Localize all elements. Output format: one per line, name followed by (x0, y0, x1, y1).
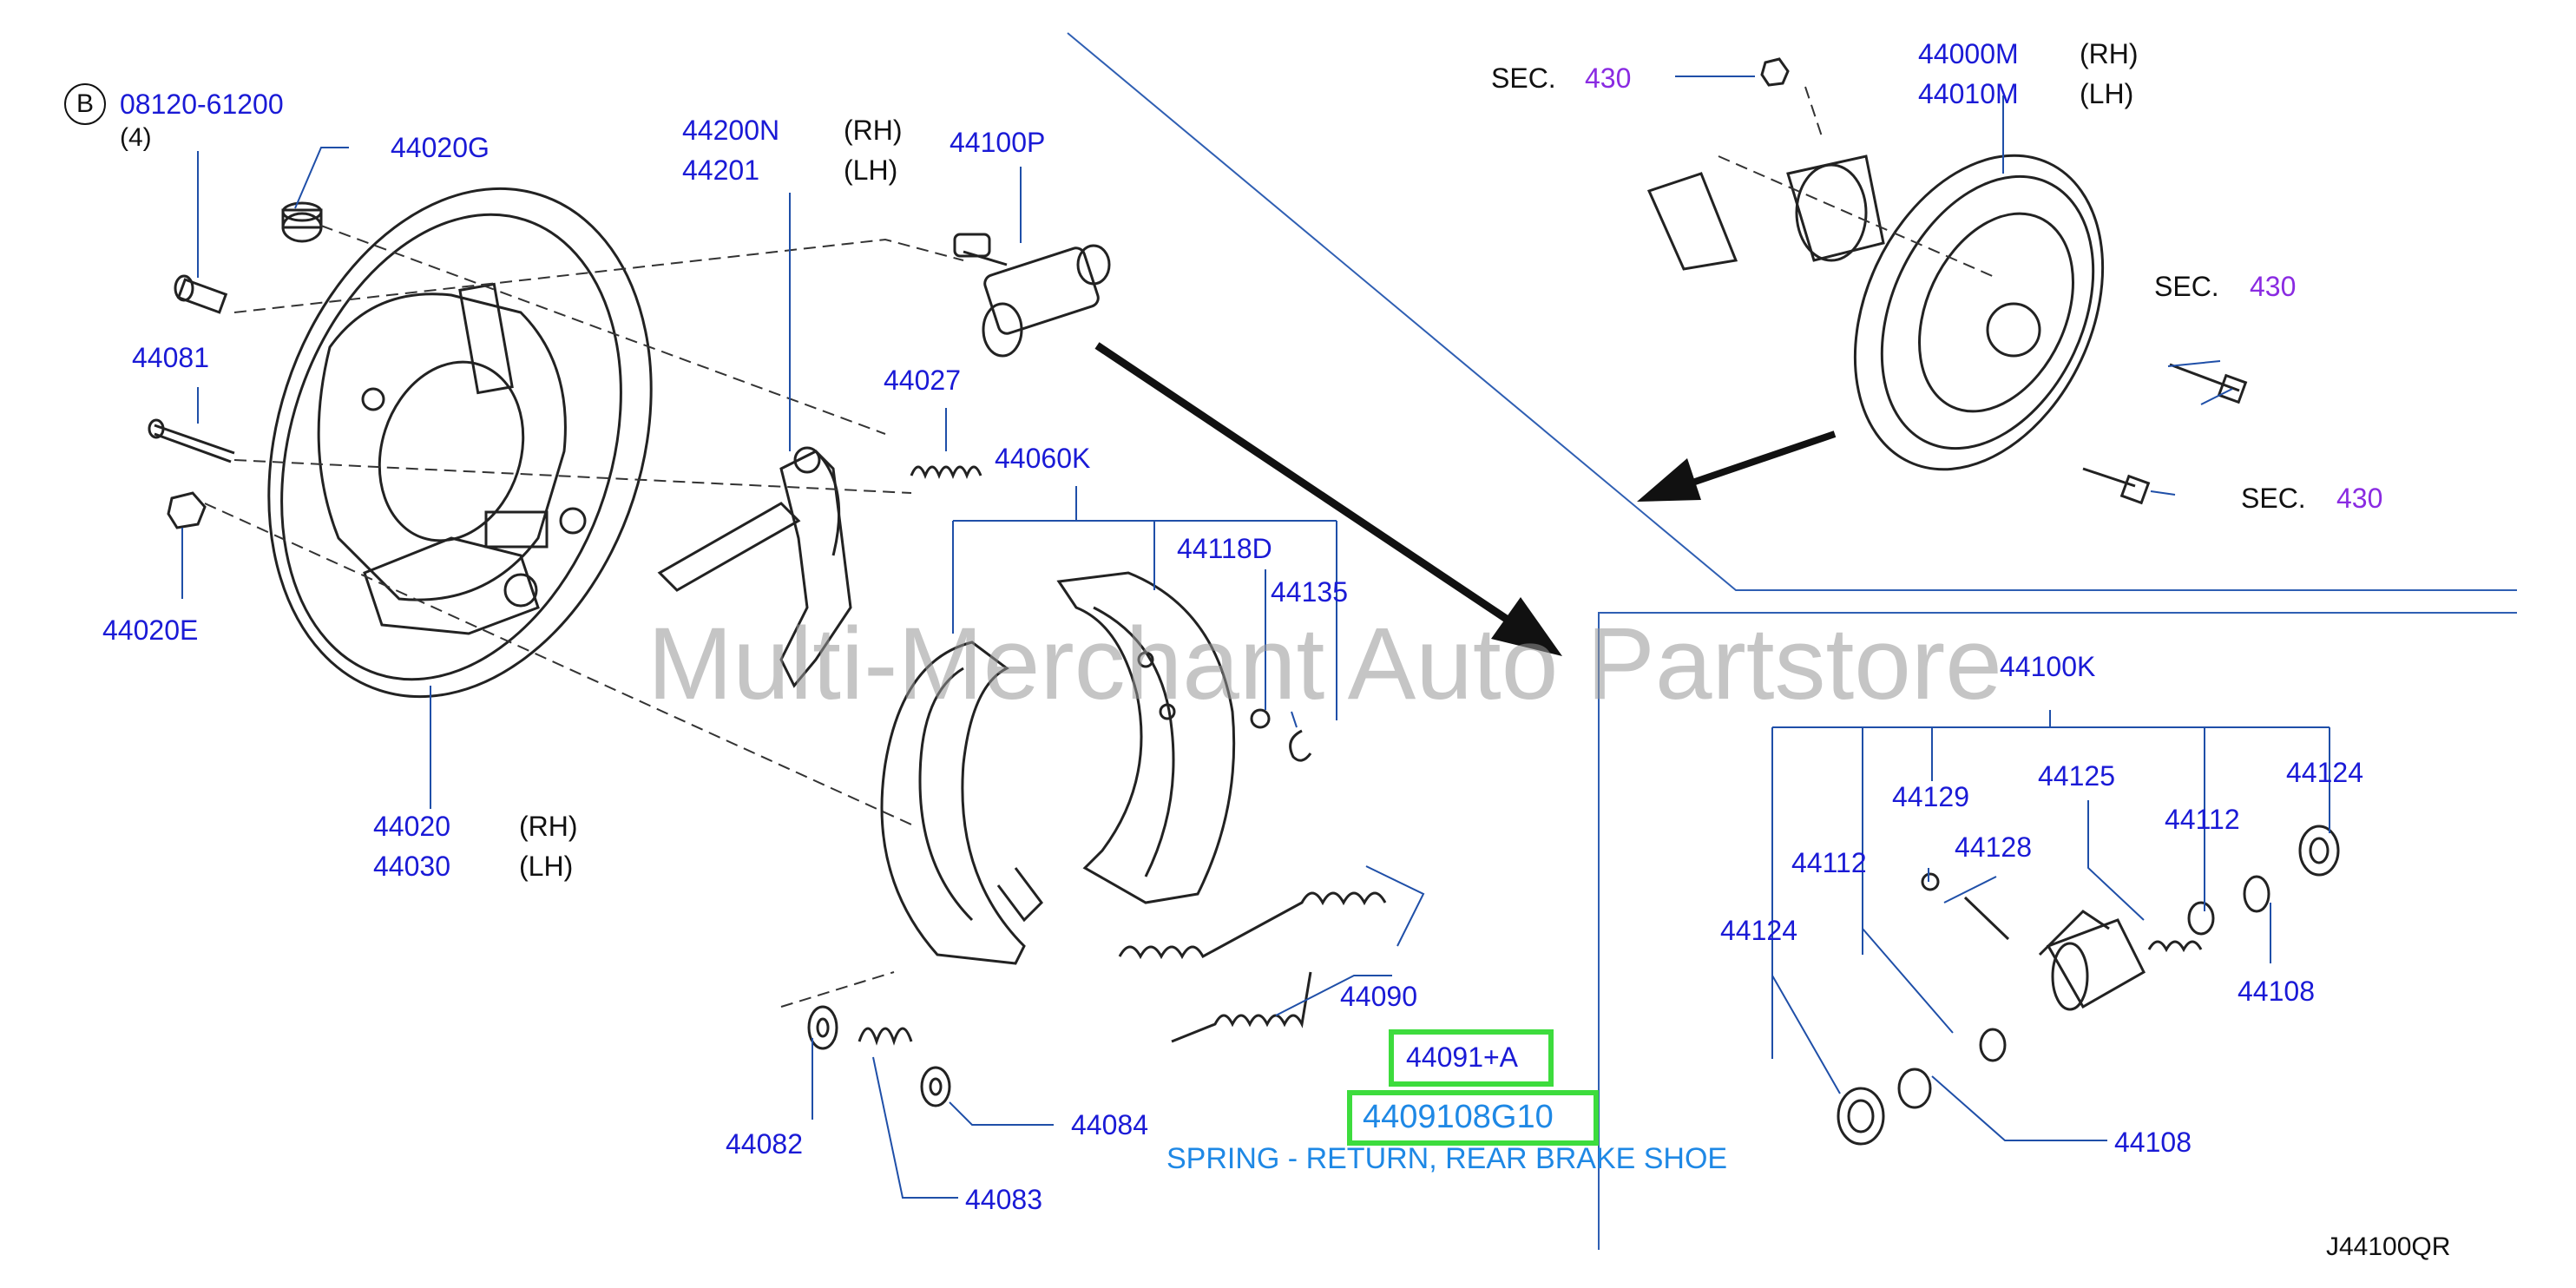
part-label-44010M[interactable]: 44010M (1918, 78, 2019, 109)
adjuster-drawing (657, 446, 852, 688)
part-label-44108-right[interactable]: 44108 (2238, 976, 2315, 1007)
part-label-44112-left[interactable]: 44112 (1791, 847, 1867, 878)
side-label-lh-44010M: (LH) (2080, 78, 2134, 109)
wheel-cylinder-kit-drawing (1837, 825, 2340, 1146)
highlight-box-44091A (1389, 1029, 1554, 1087)
side-label-rh-44000M: (RH) (2080, 38, 2139, 69)
watermark: Multi-Merchant Auto Partstore (647, 607, 2002, 721)
part-label-44112-right[interactable]: 44112 (2165, 804, 2240, 835)
nut-drawing (167, 491, 207, 529)
part-label-44090[interactable]: 44090 (1340, 981, 1417, 1012)
part-label-44135[interactable]: 44135 (1271, 576, 1348, 608)
part-label-44081[interactable]: 44081 (132, 342, 209, 373)
section-dividers (1067, 32, 2517, 1250)
bolt-marker-icon: B (64, 83, 106, 125)
part-label-44020G[interactable]: 44020G (391, 132, 490, 163)
part-label-44020[interactable]: 44020 (373, 811, 450, 842)
part-label-44200N[interactable]: 44200N (682, 115, 780, 146)
part-label-44118D[interactable]: 44118D (1177, 533, 1272, 564)
part-label-4409108G10[interactable]: 4409108G10 (1363, 1099, 1554, 1135)
hold-down-hardware-drawing (807, 1005, 951, 1107)
spring-44027-drawing (910, 465, 982, 480)
backing-plate-drawing (267, 187, 653, 699)
leader-lines (181, 76, 2330, 1199)
part-label-44000M[interactable]: 44000M (1918, 38, 2019, 69)
sec-label-bottom: SEC. (2241, 483, 2306, 514)
wheel-cylinder-drawing (953, 233, 1111, 358)
part-label-44100K[interactable]: 44100K (2000, 651, 2096, 682)
sec-number-bottom[interactable]: 430 (2336, 483, 2383, 514)
part-label-44060K[interactable]: 44060K (995, 443, 1091, 474)
direction-arrows (1094, 342, 1837, 656)
part-label-44027[interactable]: 44027 (884, 365, 961, 396)
bolt-drawing (174, 274, 228, 314)
spring-44090-drawing (1118, 891, 1387, 960)
part-label-44125[interactable]: 44125 (2038, 760, 2115, 792)
part-label-44128[interactable]: 44128 (1955, 831, 2032, 863)
clip-44118D-drawing (1250, 708, 1271, 729)
side-label-rh-44020: (RH) (519, 811, 578, 842)
part-label-44082[interactable]: 44082 (726, 1128, 803, 1160)
side-label-lh-44030: (LH) (519, 851, 574, 882)
sec-number-mid[interactable]: 430 (2250, 271, 2297, 302)
part-label-44108-bottom[interactable]: 44108 (2114, 1127, 2192, 1158)
sec-label-top: SEC. (1491, 62, 1556, 94)
bolt-quantity: (4) (120, 123, 152, 152)
pin-drawing (148, 418, 235, 463)
plug-drawing (281, 201, 323, 243)
part-label-bolt[interactable]: 08120-61200 (120, 89, 284, 120)
spring-44091-drawing (1171, 971, 1312, 1043)
explode-lines (204, 86, 1997, 1008)
brake-assembly-drawing (1646, 57, 2248, 505)
part-label-44129[interactable]: 44129 (1892, 781, 1969, 812)
part-label-44020E[interactable]: 44020E (102, 614, 199, 646)
part-label-44100P[interactable]: 44100P (950, 127, 1046, 158)
part-label-44083[interactable]: 44083 (965, 1184, 1042, 1215)
diagram-code: J44100QR (2326, 1232, 2451, 1261)
side-label-lh-44201: (LH) (844, 154, 898, 186)
part-description: SPRING - RETURN, REAR BRAKE SHOE (1166, 1142, 1728, 1175)
side-label-rh-44200N: (RH) (844, 115, 903, 146)
part-label-44030[interactable]: 44030 (373, 851, 450, 882)
brake-shoe-rear-drawing (1056, 571, 1236, 904)
brake-shoe-front-drawing (880, 641, 1043, 965)
sec-label-mid: SEC. (2154, 271, 2219, 302)
clip-44135-drawing (1289, 729, 1312, 762)
part-label-44124-left[interactable]: 44124 (1720, 915, 1797, 946)
part-label-44201[interactable]: 44201 (682, 154, 759, 186)
part-label-44124-right[interactable]: 44124 (2286, 757, 2363, 788)
part-label-44084[interactable]: 44084 (1071, 1109, 1148, 1140)
part-label-44091A[interactable]: 44091+A (1406, 1042, 1519, 1073)
sec-number-top[interactable]: 430 (1585, 62, 1632, 94)
highlight-box-4409108G10 (1347, 1090, 1599, 1146)
